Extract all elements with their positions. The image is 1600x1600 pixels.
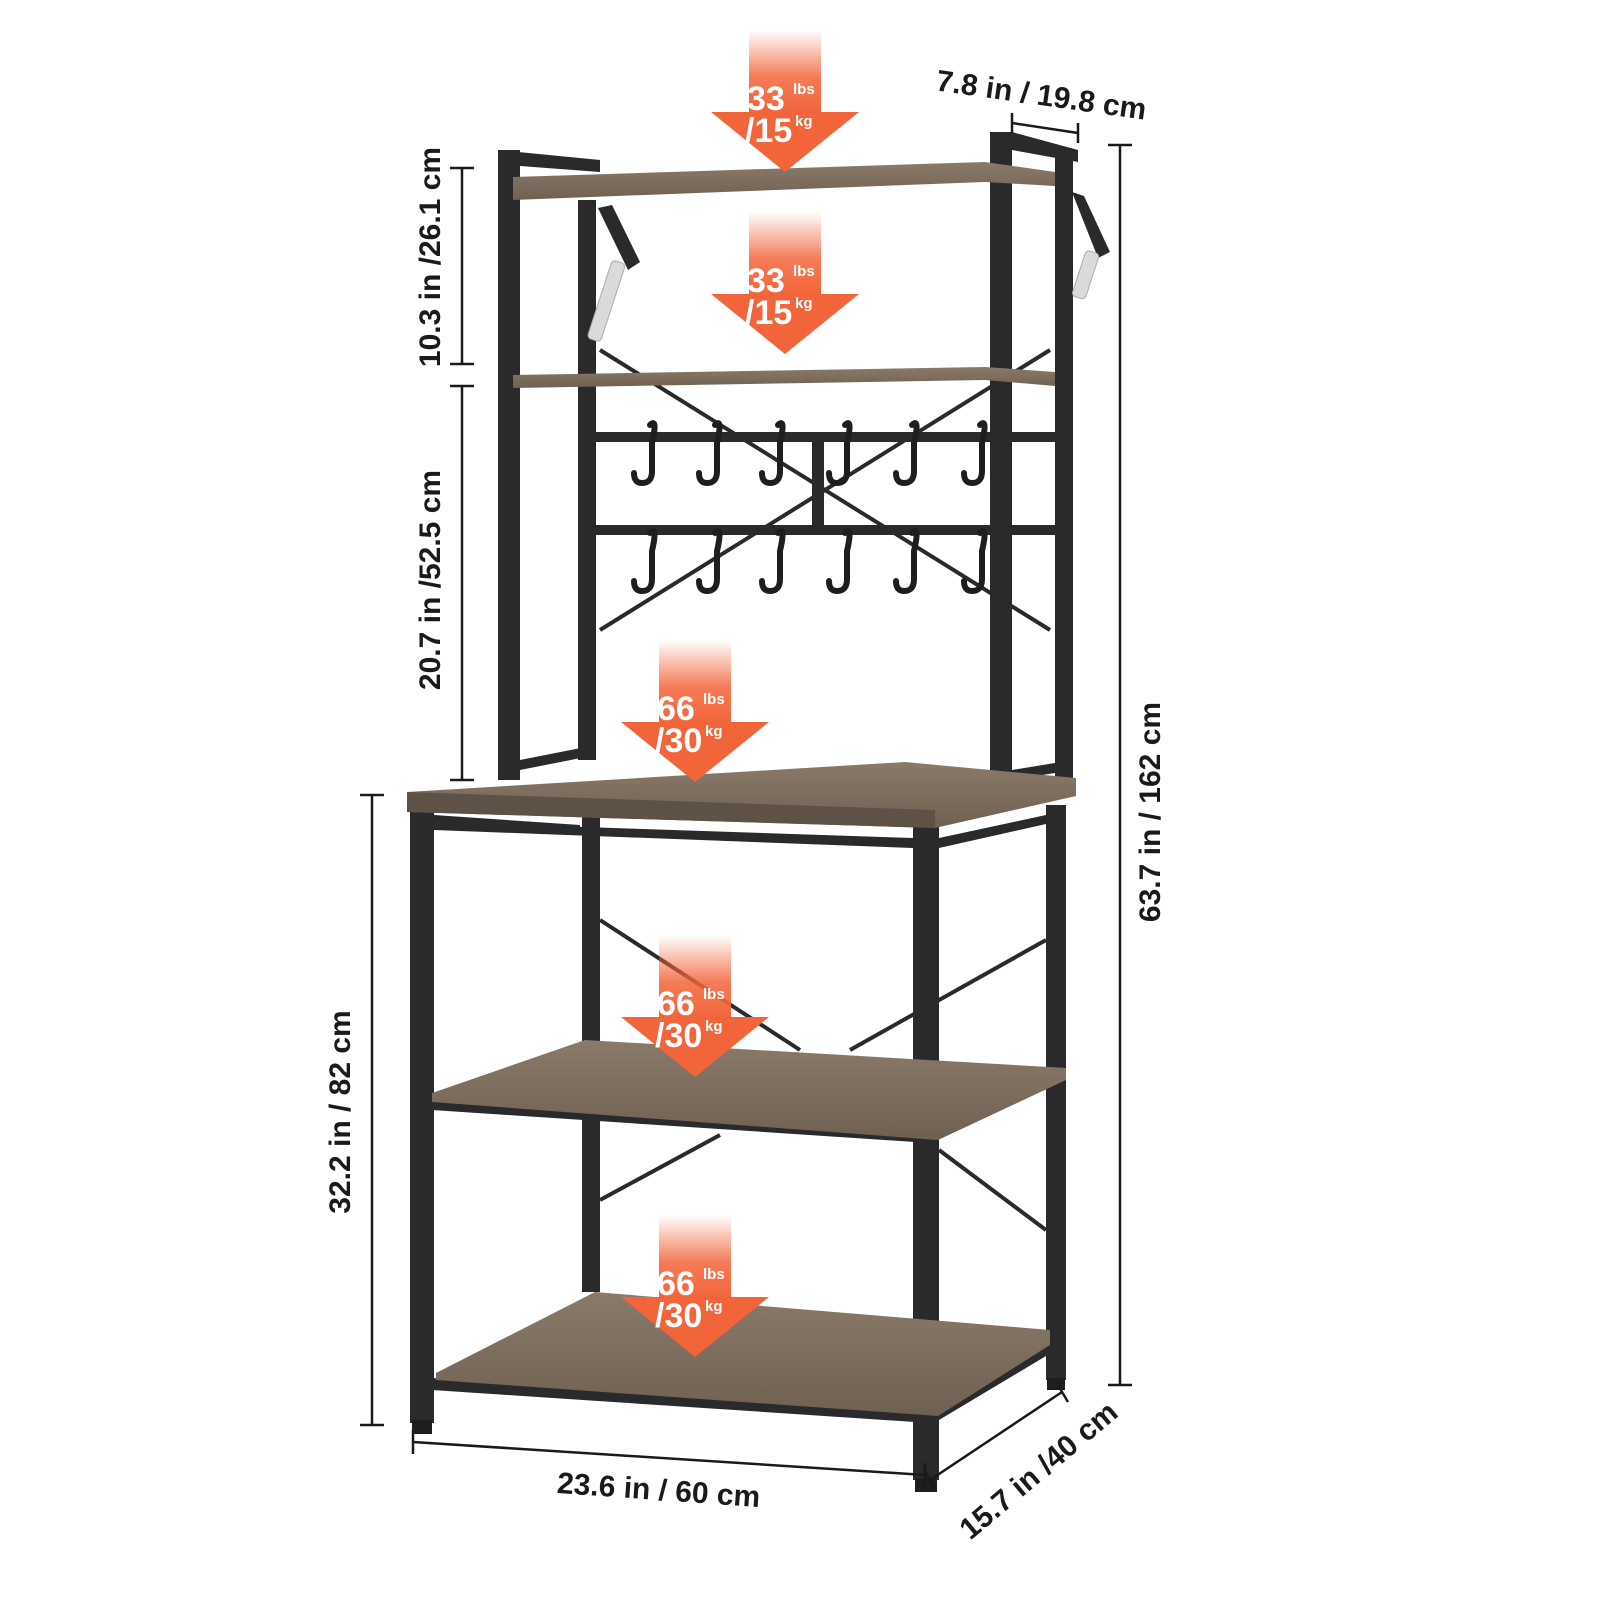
hook-rail-lower — [596, 525, 1056, 535]
load-weight-unit: lbs — [703, 1266, 725, 1283]
base-right-back-leg — [1046, 805, 1066, 1380]
load-mass-unit: kg — [795, 113, 813, 130]
load-mass: /30 — [655, 722, 702, 760]
shelf-worktop-edge — [407, 792, 935, 828]
dimension-lines — [360, 113, 1132, 1491]
depth-base-label: 15.7 in /40 cm — [954, 1395, 1125, 1546]
shelf-second — [513, 367, 1055, 388]
s-hook-icon — [961, 528, 988, 595]
width-label: 23.6 in / 60 cm — [556, 1467, 761, 1514]
load-arrow-2: 33 lbs /15 kg — [711, 212, 859, 354]
load-mass: /15 — [745, 294, 792, 332]
s-hook-icon — [759, 528, 786, 595]
load-mass-unit: kg — [705, 1018, 723, 1035]
load-mass-unit: kg — [795, 295, 813, 312]
load-weight: 66 — [657, 1265, 695, 1303]
shelves — [407, 162, 1076, 1416]
shelf-bottom — [436, 1292, 1050, 1416]
s-hook-icon — [696, 528, 723, 595]
wall-anchors — [587, 192, 1110, 342]
load-mass-unit: kg — [705, 1298, 723, 1315]
upper-left-front-post — [498, 150, 520, 780]
s-hook-icon — [826, 420, 853, 487]
shelf-top — [513, 162, 1055, 200]
load-weight-unit: lbs — [703, 986, 725, 1003]
load-weight-unit: lbs — [793, 263, 815, 280]
foot — [412, 1420, 432, 1434]
base-top-right-rail — [939, 815, 1046, 848]
s-hooks — [631, 420, 988, 595]
load-weight-unit: lbs — [793, 81, 815, 98]
wall-anchor-icon — [587, 260, 626, 342]
hook-rail-upper — [596, 432, 1056, 442]
s-hook-icon — [961, 420, 988, 487]
load-weight: 66 — [657, 690, 695, 728]
hook-rail-connector — [812, 440, 824, 530]
s-hook-icon — [631, 528, 658, 595]
bottom-shelf-front-rail — [432, 1378, 915, 1422]
middle-gap-label: 20.7 in /52.5 cm — [414, 470, 447, 690]
upper-right-cap — [990, 132, 1078, 162]
upper-right-back-post — [1055, 150, 1073, 780]
wall-anchor-icon — [598, 205, 640, 270]
s-hook-icon — [826, 528, 853, 595]
load-arrow-4: 66 lbs /30 kg — [621, 935, 769, 1077]
total-height-label: 63.7 in / 162 cm — [1134, 702, 1167, 922]
upper-right-front-post — [990, 132, 1012, 787]
wall-anchor-icon — [1072, 192, 1110, 258]
s-hook-icon — [893, 420, 920, 487]
load-weight: 33 — [747, 80, 785, 118]
s-hook-icon — [893, 528, 920, 595]
load-arrow-5: 66 lbs /30 kg — [621, 1215, 769, 1357]
wall-anchor-icon — [1072, 250, 1100, 300]
load-mass: /30 — [655, 1297, 702, 1335]
upper-left-cap — [498, 150, 600, 172]
load-weight: 33 — [747, 262, 785, 300]
load-arrow-3: 66 lbs /30 kg — [621, 640, 769, 782]
s-hook-icon — [696, 420, 723, 487]
load-mass: /30 — [655, 1017, 702, 1055]
load-weight: 66 — [657, 985, 695, 1023]
upper-left-back-post — [578, 200, 596, 760]
load-arrow-1: 33 lbs /15 kg — [711, 30, 859, 172]
s-hook-icon — [759, 420, 786, 487]
shelf-lower — [432, 1040, 1066, 1140]
depth-top-label: 7.8 in / 19.8 cm — [934, 65, 1148, 127]
load-mass: /15 — [745, 112, 792, 150]
base-left-front-leg — [410, 808, 434, 1423]
base-top-front-rail — [434, 822, 913, 848]
s-hook-icon — [631, 420, 658, 487]
load-mass-unit: kg — [705, 723, 723, 740]
hook-rails — [596, 420, 1056, 595]
base-height-label: 32.2 in / 82 cm — [324, 1010, 357, 1213]
top-gap-label: 10.3 in /26.1 cm — [414, 147, 447, 367]
upper-left-bottom-rail — [520, 745, 596, 770]
load-weight-unit: lbs — [703, 691, 725, 708]
